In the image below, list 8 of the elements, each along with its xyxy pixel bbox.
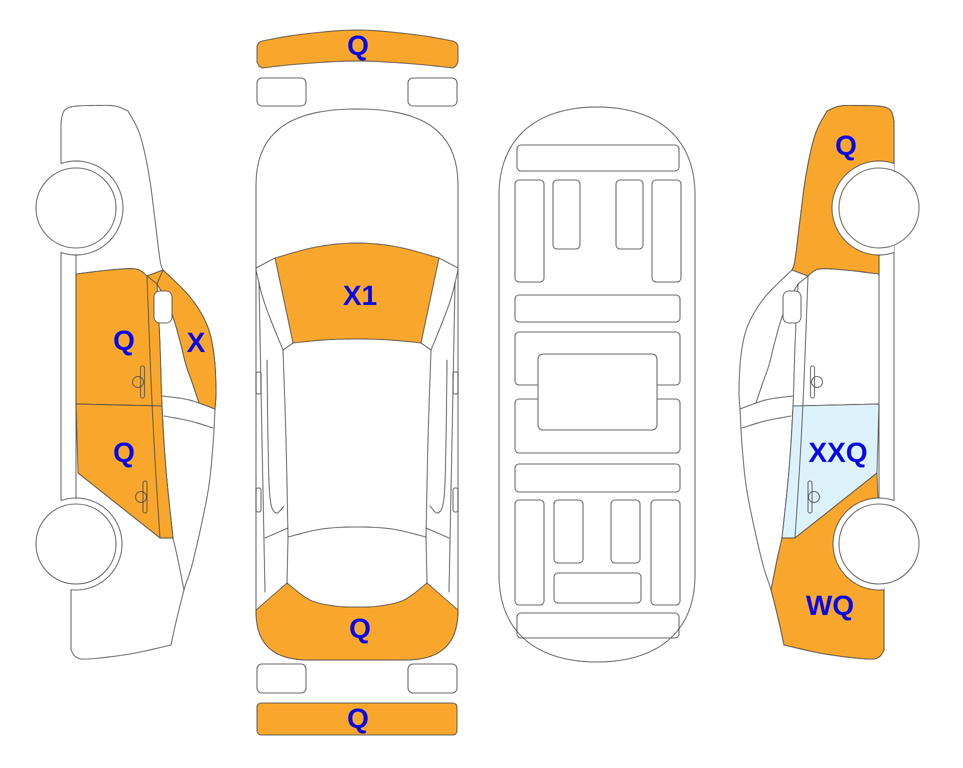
highlighted-panel: Q — [256, 30, 458, 68]
highlighted-panel: Q — [76, 404, 174, 538]
highlighted-panel: Q — [76, 268, 164, 406]
highlighted-panel: XXQ — [782, 404, 880, 538]
highlighted-panel: Q — [256, 582, 458, 660]
highlighted-panel: Q — [256, 702, 458, 736]
highlighted-panel: X — [156, 270, 216, 410]
highlighted-panel: X1 — [274, 242, 440, 344]
